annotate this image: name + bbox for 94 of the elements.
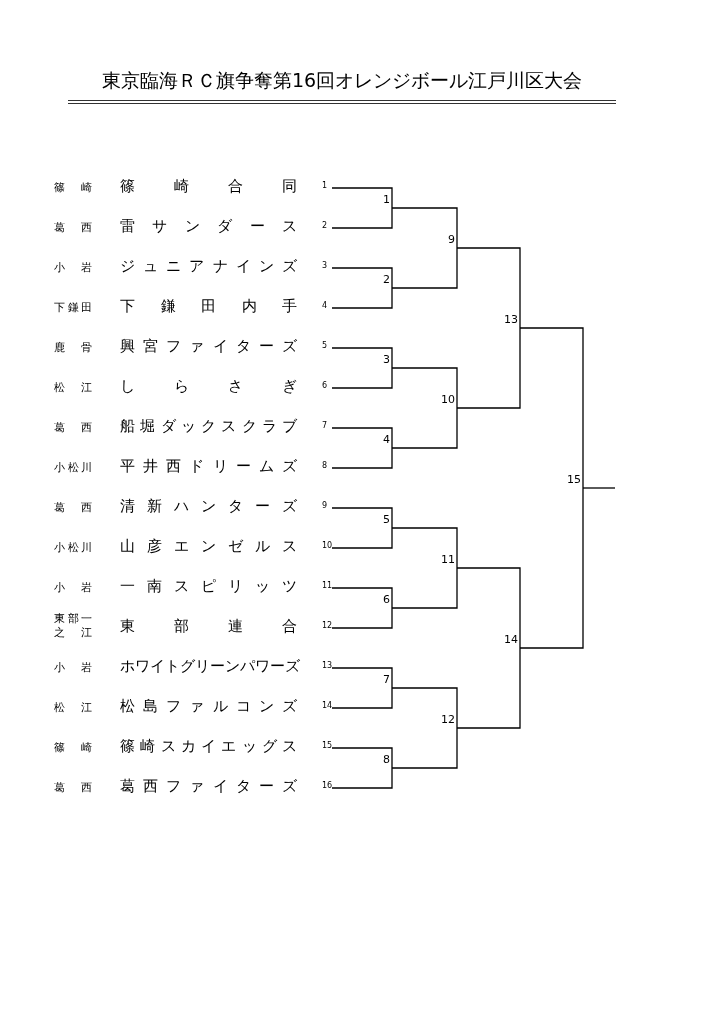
bracket-line — [331, 427, 393, 449]
match-number: 4 — [383, 433, 390, 446]
area-label: 篠崎 — [54, 741, 92, 755]
team-name: 松島ファルコンズ — [120, 696, 297, 716]
team-name: しらさぎ — [120, 376, 297, 396]
bracket-line — [331, 767, 393, 789]
seed-number: 2 — [322, 220, 328, 232]
bracket-line — [331, 267, 393, 289]
bracket-line — [391, 367, 458, 409]
area-label: 葛西 — [54, 501, 92, 515]
match-number: 9 — [448, 233, 455, 246]
bracket-line — [331, 187, 393, 209]
area-label: 下鎌田 — [54, 301, 92, 315]
seed-number: 13 — [322, 660, 333, 672]
seed-number: 5 — [322, 340, 328, 352]
match-number: 2 — [383, 273, 390, 286]
team-name: 篠崎スカイエッグス — [120, 736, 297, 756]
match-number: 7 — [383, 673, 390, 686]
area-label: 葛西 — [54, 221, 92, 235]
team-name: 東部連合 — [120, 616, 297, 636]
seed-number: 15 — [322, 740, 333, 752]
match-number: 11 — [441, 553, 455, 566]
team-name: 平井西ドリームズ — [120, 456, 297, 476]
bracket-line — [391, 527, 458, 569]
seed-number: 12 — [322, 620, 333, 632]
bracket-line — [456, 247, 521, 329]
seed-number: 11 — [322, 580, 333, 592]
team-name: 雷サンダース — [120, 216, 297, 236]
bracket-line — [331, 347, 393, 369]
area-label: 小松川 — [54, 461, 92, 475]
seed-number: 16 — [322, 780, 333, 792]
bracket-line — [331, 507, 393, 529]
area-label: 小松川 — [54, 541, 92, 555]
match-number: 14 — [504, 633, 518, 646]
area-label: 小岩 — [54, 261, 92, 275]
bracket-line — [331, 447, 393, 469]
area-label: 篠崎 — [54, 181, 92, 195]
area-label: 鹿骨 — [54, 341, 92, 355]
team-name: 一南スピリッツ — [120, 576, 297, 596]
bracket-line — [391, 567, 458, 609]
bracket-line — [331, 367, 393, 389]
team-name: 興宮ファイターズ — [120, 336, 297, 356]
seed-number: 14 — [322, 700, 333, 712]
match-number: 6 — [383, 593, 390, 606]
bracket-line — [331, 747, 393, 769]
team-name: 船堀ダックスクラブ — [120, 416, 297, 436]
title: 東京臨海ＲＣ旗争奪第16回オレンジボール江戸川区大会 — [68, 68, 616, 104]
bracket-line — [331, 667, 393, 689]
bracket-line — [391, 407, 458, 449]
match-number: 10 — [441, 393, 455, 406]
seed-number: 8 — [322, 460, 328, 472]
area-label: 小岩 — [54, 661, 92, 675]
bracket-line — [519, 487, 584, 649]
bracket-line — [331, 207, 393, 229]
area-label: 小岩 — [54, 581, 92, 595]
bracket-line — [331, 687, 393, 709]
bracket-line — [456, 647, 521, 729]
team-name: 葛西ファイターズ — [120, 776, 297, 796]
bracket-line — [331, 587, 393, 609]
seed-number: 7 — [322, 420, 328, 432]
match-number: 13 — [504, 313, 518, 326]
team-name: ジュニアナインズ — [120, 256, 297, 276]
bracket-line — [391, 687, 458, 729]
area-label: 東部一之江 — [54, 612, 92, 640]
team-name: 下鎌田内手 — [120, 296, 297, 316]
bracket-line — [391, 207, 458, 249]
bracket-line — [331, 287, 393, 309]
bracket-line — [331, 607, 393, 629]
match-number: 12 — [441, 713, 455, 726]
area-label: 松江 — [54, 381, 92, 395]
bracket-line — [456, 327, 521, 409]
seed-number: 4 — [322, 300, 328, 312]
match-number: 15 — [567, 473, 581, 486]
seed-number: 3 — [322, 260, 328, 272]
seed-number: 6 — [322, 380, 328, 392]
team-name: 清新ハンターズ — [120, 496, 297, 516]
area-label: 松江 — [54, 701, 92, 715]
seed-number: 1 — [322, 180, 328, 192]
team-name: 篠崎合同 — [120, 176, 297, 196]
match-number: 3 — [383, 353, 390, 366]
bracket-line — [391, 247, 458, 289]
seed-number: 10 — [322, 540, 333, 552]
seed-number: 9 — [322, 500, 328, 512]
area-label: 葛西 — [54, 421, 92, 435]
match-number: 5 — [383, 513, 390, 526]
bracket-line — [456, 567, 521, 649]
match-number: 1 — [383, 193, 390, 206]
area-label: 葛西 — [54, 781, 92, 795]
bracket-line — [331, 527, 393, 549]
bracket-line — [391, 727, 458, 769]
bracket-line — [519, 327, 584, 489]
match-number: 8 — [383, 753, 390, 766]
team-name: 山彦エンゼルス — [120, 536, 297, 556]
bracket-line — [582, 487, 616, 489]
